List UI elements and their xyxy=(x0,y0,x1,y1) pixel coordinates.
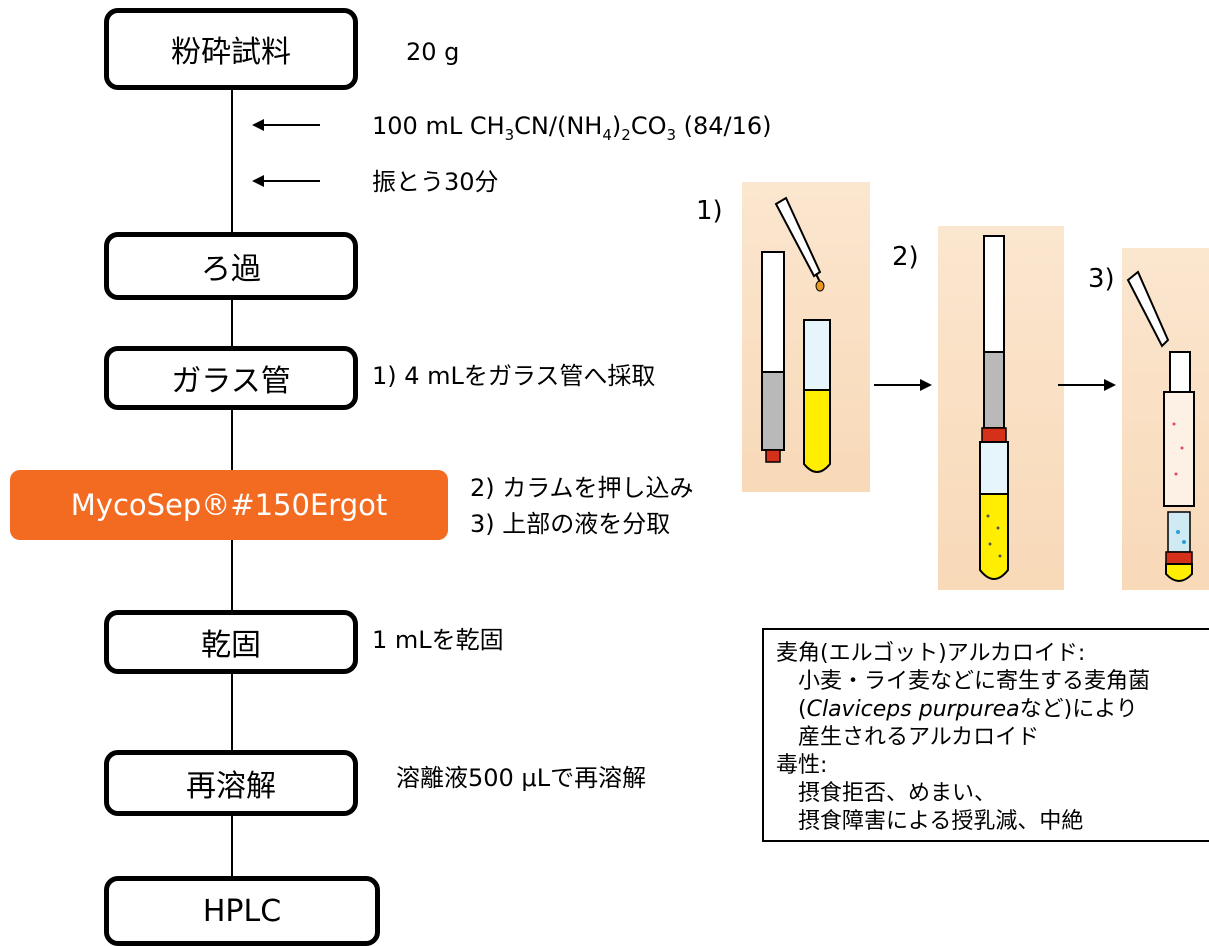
solvent-subscript: 3 xyxy=(504,125,515,144)
solvent-subscript: 3 xyxy=(666,125,677,144)
solvent-subscript: 2 xyxy=(621,125,631,144)
info-line: (Claviceps purpureaなど)により xyxy=(776,696,1209,724)
step-dry: 乾固 xyxy=(104,610,358,674)
step-redissolve: 再溶解 xyxy=(104,750,358,816)
illustration-panel-1 xyxy=(742,182,870,492)
column-in-tube-icon xyxy=(979,235,1009,580)
illustration-panel-2 xyxy=(938,226,1064,590)
step-glass-tube: ガラス管 xyxy=(104,346,358,410)
note-sample-amount: 20 g xyxy=(406,38,460,66)
info-line: 摂食拒否、めまい、 xyxy=(798,781,997,806)
flow-connector-6 xyxy=(231,814,233,878)
info-heading: 麦角(エルゴット)アルカロイド: xyxy=(776,641,1086,666)
solvent-part: ) xyxy=(611,112,622,140)
info-line: 産生されるアルカロイド xyxy=(798,725,1040,750)
note-shake: 振とう30分 xyxy=(372,168,499,196)
step-mycosep-column: MycoSep®#150Ergot xyxy=(10,470,448,540)
pipette-collect-icon xyxy=(1126,270,1195,582)
solvent-part: 100 mL CH xyxy=(372,112,505,140)
info-toxicity-heading: 毒性: xyxy=(776,753,828,778)
arrow-right-icon xyxy=(1058,379,1116,391)
arrow-right-icon xyxy=(874,379,932,391)
solvent-part: (84/16) xyxy=(676,112,772,140)
solvent-subscript: 4 xyxy=(602,125,612,144)
info-text: など)により xyxy=(1019,697,1138,722)
solvent-part: CO xyxy=(630,112,667,140)
step-filtration: ろ過 xyxy=(104,232,358,300)
arrow-left-icon xyxy=(252,119,320,131)
flow-connector-4 xyxy=(231,540,233,612)
note-solvent: 100 mL CH3CN/(NH4)2CO3 (84/16) xyxy=(372,112,772,144)
flow-connector-2 xyxy=(231,298,233,348)
illustration-label-2: 2) xyxy=(892,242,919,272)
info-line: 摂食障害による授乳減、中絶 xyxy=(798,809,1084,834)
note-collect-upper: 3) 上部の液を分取 xyxy=(470,510,671,538)
note-transfer: 1) 4 mLをガラス管へ採取 xyxy=(372,362,656,390)
solvent-part: CN/(NH xyxy=(514,112,603,140)
pipette-and-tubes-icon xyxy=(761,196,831,473)
info-paren: ( xyxy=(798,697,807,722)
arrow-left-icon xyxy=(252,175,320,187)
illustration-label-1: 1) xyxy=(696,196,723,226)
step-hplc: HPLC xyxy=(104,876,380,946)
illustration-label-3: 3) xyxy=(1088,264,1115,294)
step-ground-sample: 粉砕試料 xyxy=(104,8,358,90)
note-dry: 1 mLを乾固 xyxy=(372,626,504,654)
flow-connector-3 xyxy=(231,408,233,472)
info-species-name: Claviceps purpurea xyxy=(806,697,1020,722)
flow-connector-5 xyxy=(231,672,233,752)
flow-connector-1 xyxy=(231,88,233,234)
info-line: 小麦・ライ麦などに寄生する麦角菌 xyxy=(798,669,1151,694)
note-push-column: 2) カラムを押し込み xyxy=(470,474,694,502)
note-redissolve: 溶離液500 μLで再溶解 xyxy=(396,764,647,792)
illustration-panel-3 xyxy=(1122,248,1209,590)
ergot-alkaloid-info-box: 麦角(エルゴット)アルカロイド: 小麦・ライ麦などに寄生する麦角菌 (Clavi… xyxy=(762,628,1209,842)
